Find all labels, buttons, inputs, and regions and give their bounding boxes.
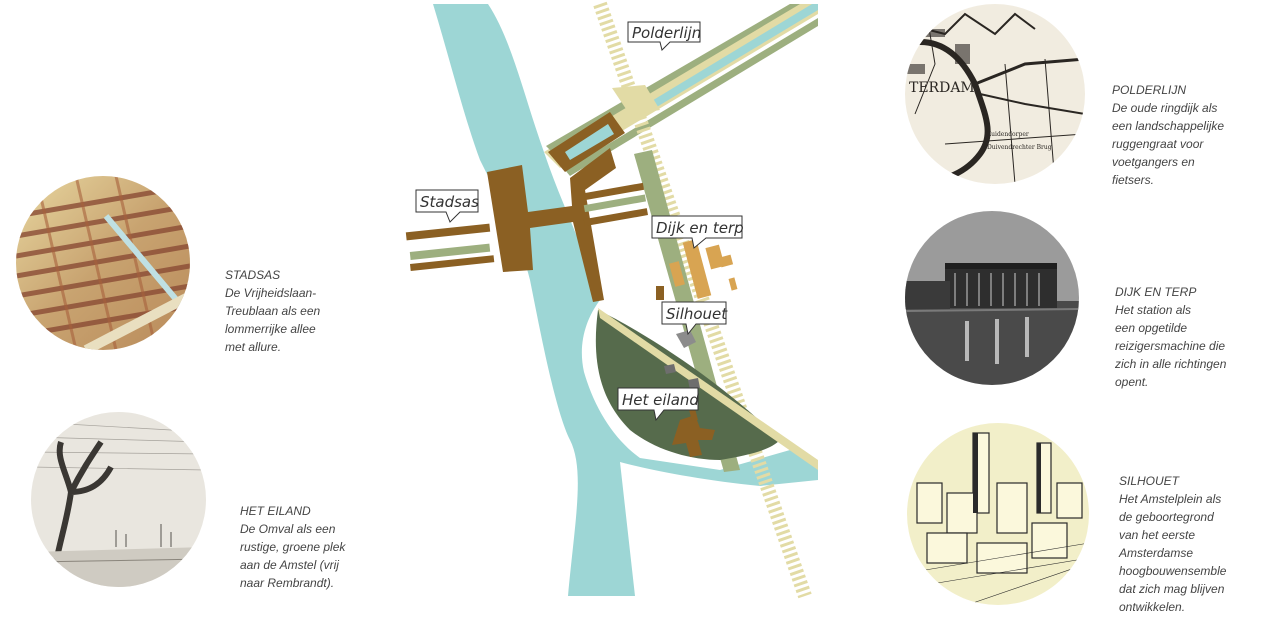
svg-text:Silhouet: Silhouet <box>666 305 728 323</box>
eiland-caption: HET EILAND De Omval als een rustige, gro… <box>240 502 345 592</box>
station-photo <box>905 211 1079 385</box>
dijk-en-terp-label: Dijk en terp <box>651 215 744 249</box>
polderlijn-map-photo: TERDAM Zuidendorper Duivendrechter Brug <box>905 4 1085 184</box>
caption-title: SILHOUET <box>1119 474 1180 488</box>
stadsas-label: Stadsas <box>415 189 479 223</box>
caption-body: De Omval als een rustige, groene plek aa… <box>240 522 346 590</box>
svg-text:TERDAM: TERDAM <box>909 80 975 96</box>
caption-body: De oude ringdijk als een landschappelijk… <box>1112 101 1225 187</box>
het-eiland-label: Het eiland <box>617 387 699 422</box>
silhouet-drawing <box>907 423 1089 605</box>
caption-title: DIJK EN TERP <box>1115 285 1197 299</box>
svg-text:Duivendrechter Brug: Duivendrechter Brug <box>987 144 1052 151</box>
svg-text:Stadsas: Stadsas <box>420 193 479 211</box>
caption-body: Het station als een opgetilde reizigersm… <box>1115 303 1227 389</box>
caption-body: Het Amstelplein als de geboortegrond van… <box>1119 492 1227 614</box>
silhouet-label: Silhouet <box>661 301 728 336</box>
dijk-caption: DIJK EN TERP Het station als een opgetil… <box>1115 283 1226 391</box>
silhouet-caption: SILHOUET Het Amstelplein als de geboorte… <box>1119 472 1226 616</box>
stadsas-axis <box>487 148 616 302</box>
caption-title: HET EILAND <box>240 504 311 518</box>
site-map: Polderlijn Stadsas Dijk en terp Silhouet… <box>405 1 818 599</box>
svg-text:Dijk en terp: Dijk en terp <box>656 219 744 237</box>
caption-title: POLDERLIJN <box>1112 83 1187 97</box>
het-eiland-etching <box>31 412 206 587</box>
het-eiland-island <box>595 310 780 460</box>
caption-title: STADSAS <box>225 268 281 282</box>
svg-text:Het eiland: Het eiland <box>622 391 699 409</box>
svg-text:Zuidendorper: Zuidendorper <box>987 131 1029 138</box>
polderlijn-label: Polderlijn <box>627 21 701 51</box>
svg-text:Polderlijn: Polderlijn <box>632 24 701 42</box>
caption-body: De Vrijheidslaan- Treublaan als een lomm… <box>225 286 321 354</box>
stadsas-photo <box>16 176 190 350</box>
amstel-river <box>433 4 818 596</box>
polderlijn-caption: POLDERLIJN De oude ringdijk als een land… <box>1112 81 1224 189</box>
stadsas-caption: STADSAS De Vrijheidslaan- Treublaan als … <box>225 266 320 356</box>
